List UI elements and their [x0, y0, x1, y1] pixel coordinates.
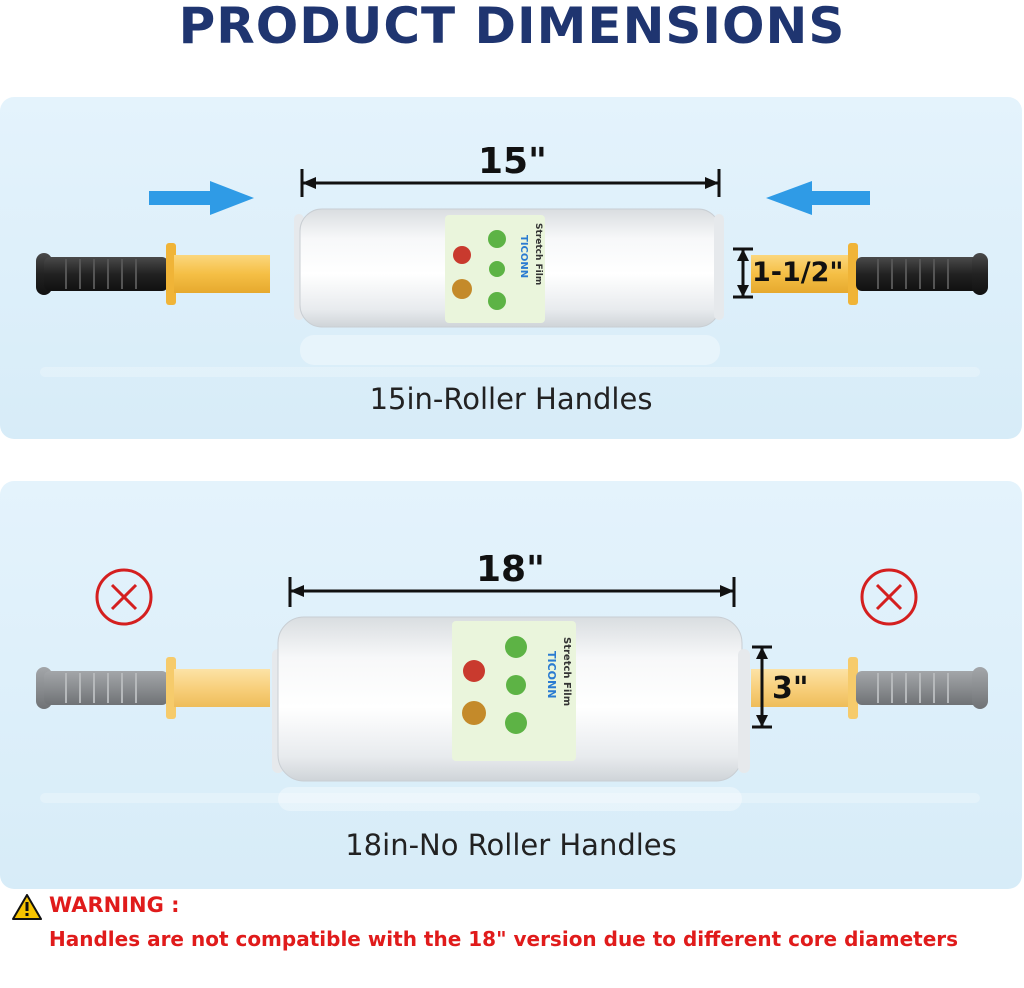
arrow-right-icon [149, 181, 254, 215]
incompatible-right-icon [860, 568, 918, 626]
core-dimension-line [752, 645, 772, 729]
right-handle-gray [751, 657, 988, 719]
left-handle [36, 243, 270, 305]
roll-label-line1: Stretch Film [561, 637, 572, 707]
panel-15in-illustration [36, 169, 988, 377]
width-label: 18" [476, 549, 545, 590]
panel-18in: TICONN Stretch Film 18" 3" 18in-No Rolle… [0, 481, 1022, 889]
panel-18in-illustration [36, 568, 988, 811]
width-dimension-line [300, 169, 721, 197]
page-title: PRODUCT DIMENSIONS [178, 0, 846, 55]
width-dimension-line [288, 577, 736, 607]
caption-18in: 18in-No Roller Handles [345, 828, 677, 862]
arrow-left-icon [766, 181, 870, 215]
right-handle [751, 243, 988, 305]
roll-label-brand: TICONN [545, 651, 558, 699]
roll-label-brand: TICONN [518, 235, 529, 279]
warning-title: WARNING : [49, 893, 180, 917]
left-handle-gray [36, 657, 270, 719]
roll-label-line1: Stretch Film [533, 223, 543, 286]
warning-text: Handles are not compatible with the 18" … [49, 927, 959, 951]
panel-15in: TICONN Stretch Film 15" 1-1/2" 15in-Roll… [0, 97, 1022, 439]
core-diameter-label: 1-1/2" [752, 257, 844, 288]
core-dimension-line [733, 247, 753, 299]
warning-icon [12, 894, 42, 920]
caption-15in: 15in-Roller Handles [369, 382, 653, 416]
core-diameter-label: 3" [772, 671, 809, 706]
stretch-film-roll-15in [294, 208, 724, 328]
width-label: 15" [478, 141, 547, 182]
stretch-film-roll-18in [272, 616, 750, 782]
incompatible-left-icon [95, 568, 153, 626]
